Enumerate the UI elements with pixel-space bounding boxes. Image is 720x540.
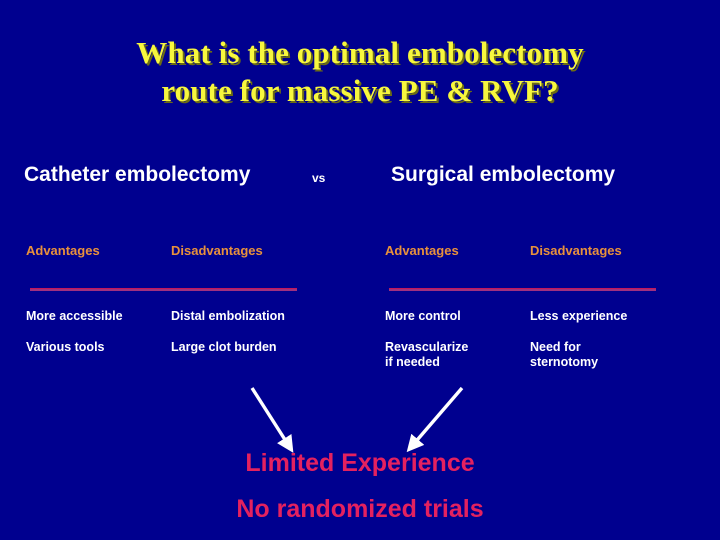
- conclusion-limited-experience: Limited Experience: [245, 449, 475, 477]
- catheter-disadvantage-2: Large clot burden: [171, 340, 277, 354]
- surgical-column-header-advantages: Advantages: [385, 243, 459, 258]
- slide-title-line-1: What is the optimal embolectomy: [136, 35, 584, 70]
- catheter-column-header-advantages: Advantages: [26, 243, 100, 258]
- surgical-disadvantage-2: Need for sternotomy: [530, 340, 599, 369]
- surgical-disadvantage-1: Less experience: [530, 309, 628, 323]
- catheter-embolectomy-table: Advantages Disadvantages More accessible…: [26, 243, 356, 354]
- surgical-column-headers: Advantages Disadvantages: [385, 243, 715, 265]
- surgical-advantage-1: More control: [385, 309, 461, 323]
- catheter-advantage-2: Various tools: [26, 340, 105, 354]
- catheter-column-header-disadvantages: Disadvantages: [171, 243, 263, 258]
- arrow-right: [406, 386, 464, 453]
- surgical-advantage-2: Revascularize if needed: [385, 340, 469, 369]
- surgical-column-header-disadvantages: Disadvantages: [530, 243, 622, 258]
- surgical-embolectomy-table: Advantages Disadvantages More control Le…: [385, 243, 715, 369]
- catheter-table-divider: [30, 288, 297, 291]
- catheter-disadvantage-1: Distal embolization: [171, 309, 285, 323]
- catheter-column-headers: Advantages Disadvantages: [26, 243, 356, 265]
- catheter-advantage-1: More accessible: [26, 309, 123, 323]
- catheter-table-rows: More accessible Distal embolization Vari…: [26, 309, 356, 371]
- surgical-embolectomy-heading: Surgical embolectomy: [391, 163, 616, 186]
- surgical-table-divider: [389, 288, 656, 291]
- versus-label: vs: [312, 171, 326, 185]
- slide-title: What is the optimal embolectomy route fo…: [0, 34, 720, 110]
- slide-title-line-2: route for massive PE & RVF?: [161, 73, 559, 108]
- table-row: More control Less experience: [385, 309, 715, 340]
- table-row: Revascularize if needed Need for sternot…: [385, 340, 715, 371]
- comparison-header: Catheter embolectomy vs Surgical embolec…: [0, 163, 720, 191]
- catheter-embolectomy-heading: Catheter embolectomy: [24, 163, 251, 186]
- table-row: Various tools Large clot burden: [26, 340, 356, 371]
- conclusion-no-randomized-trials: No randomized trials: [236, 495, 484, 523]
- arrow-left: [250, 387, 294, 453]
- table-row: More accessible Distal embolization: [26, 309, 356, 340]
- surgical-table-rows: More control Less experience Revasculari…: [385, 309, 715, 371]
